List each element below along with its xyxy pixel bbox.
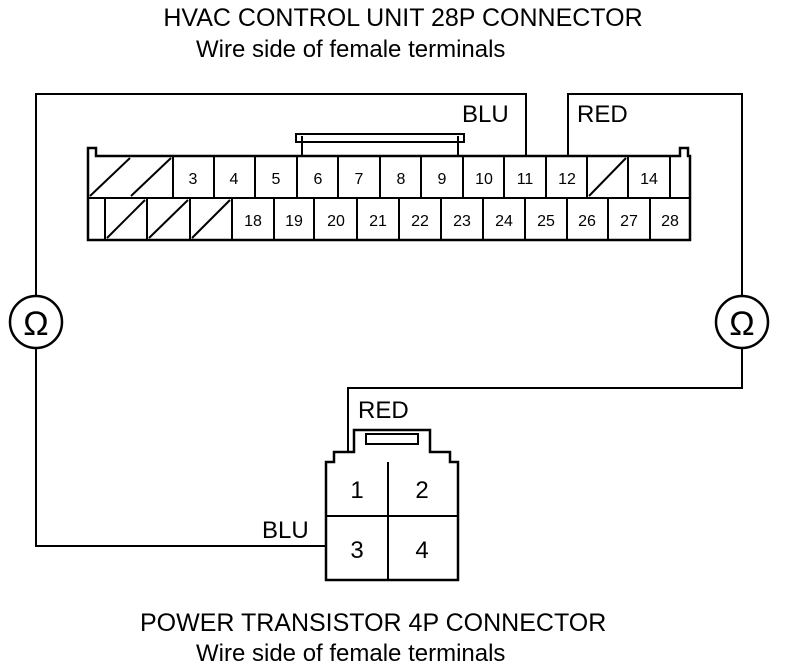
power-transistor-connector-body: [324, 428, 460, 582]
wire-label-bottom-red: RED: [358, 397, 409, 424]
pin-14: 14: [640, 171, 658, 188]
left-ohmmeter: [8, 294, 64, 350]
pin-12: 12: [558, 171, 576, 188]
pin-24: 24: [495, 213, 513, 230]
hvac-connector-latch: [295, 133, 465, 143]
transistor-pin-1: 1: [350, 477, 363, 504]
pin-8: 8: [397, 171, 406, 188]
pin-22: 22: [411, 213, 429, 230]
transistor-pin-4: 4: [415, 537, 428, 564]
power-transistor-latch: [365, 433, 419, 445]
wire-label-bottom-blu: BLU: [262, 517, 309, 544]
pin-5: 5: [272, 171, 281, 188]
pin-21: 21: [369, 213, 387, 230]
right-ohmmeter: [714, 294, 770, 350]
top-connector-title: HVAC CONTROL UNIT 28P CONNECTOR: [163, 4, 643, 32]
right-ohm-icon: Ω: [729, 305, 754, 343]
pin-28: 28: [661, 213, 679, 230]
pin-25: 25: [537, 213, 555, 230]
wiring: [35, 93, 743, 547]
pin-27: 27: [620, 213, 638, 230]
pin-19: 19: [285, 213, 303, 230]
pin-3: 3: [189, 171, 198, 188]
wire-red-bottom: [347, 348, 743, 452]
pin-6: 6: [314, 171, 323, 188]
pin-23: 23: [453, 213, 471, 230]
wire-label-top-red: RED: [577, 101, 628, 128]
transistor-pin-2: 2: [415, 477, 428, 504]
pin-9: 9: [438, 171, 447, 188]
pin-18: 18: [244, 213, 262, 230]
pin-26: 26: [578, 213, 596, 230]
top-connector-subtitle: Wire side of female terminals: [196, 36, 506, 63]
bottom-connector-subtitle: Wire side of female terminals: [196, 640, 506, 667]
wire-red-top: [567, 93, 743, 296]
hvac-connector-body: [86, 133, 692, 242]
pin-4: 4: [230, 171, 239, 188]
pin-10: 10: [475, 171, 493, 188]
wire-label-top-blu: BLU: [462, 101, 509, 128]
bottom-connector-title: POWER TRANSISTOR 4P CONNECTOR: [140, 609, 607, 637]
pin-20: 20: [327, 213, 345, 230]
wire-blu-top: [35, 93, 527, 296]
pin-7: 7: [355, 171, 364, 188]
wire-blu-bottom: [35, 348, 326, 547]
left-ohm-icon: Ω: [23, 305, 48, 343]
pin-11: 11: [517, 171, 534, 188]
transistor-pin-3: 3: [350, 537, 363, 564]
